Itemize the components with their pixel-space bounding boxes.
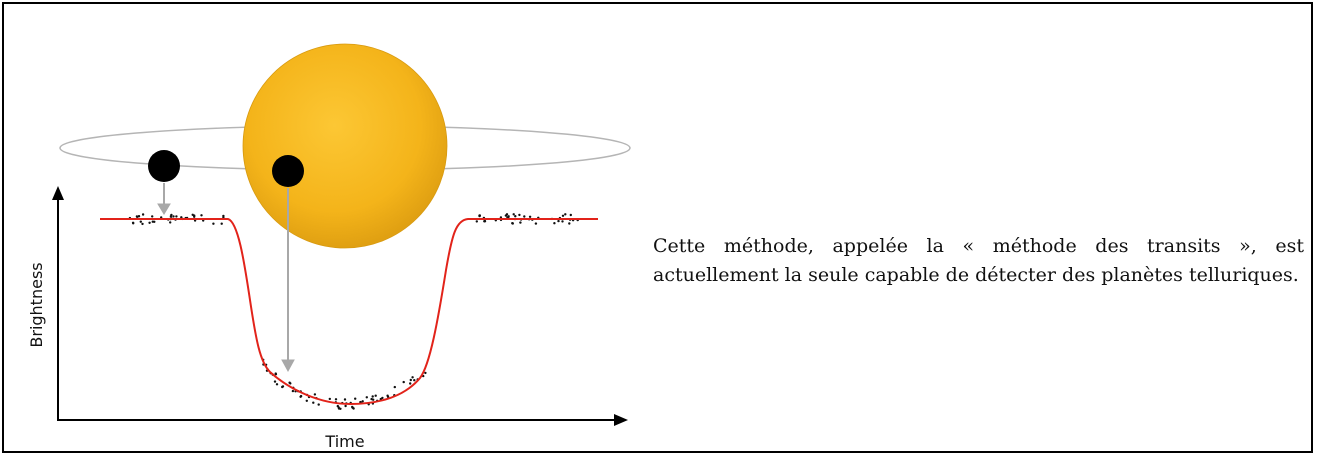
arrow-in-transit bbox=[281, 188, 295, 373]
data-point bbox=[568, 222, 571, 225]
data-point bbox=[561, 214, 565, 217]
data-point bbox=[475, 220, 478, 223]
caption-paragraph: Cette méthode, appelée la « méthode des … bbox=[653, 235, 1304, 286]
data-point bbox=[148, 221, 151, 224]
data-point bbox=[478, 214, 481, 217]
data-point bbox=[175, 215, 178, 218]
data-point bbox=[504, 214, 508, 217]
data-point bbox=[564, 213, 567, 216]
data-point bbox=[299, 394, 303, 398]
star bbox=[242, 43, 448, 249]
data-point bbox=[275, 383, 279, 386]
data-point bbox=[132, 222, 135, 225]
data-point bbox=[281, 385, 284, 389]
data-point bbox=[393, 385, 396, 389]
data-point bbox=[523, 215, 526, 218]
data-point bbox=[344, 404, 347, 408]
data-point bbox=[483, 219, 486, 223]
data-point bbox=[413, 379, 416, 382]
data-point bbox=[557, 219, 560, 223]
y-axis bbox=[52, 186, 64, 420]
light-curve-model bbox=[100, 218, 598, 406]
data-point bbox=[212, 222, 215, 225]
data-point bbox=[312, 401, 315, 404]
data-point bbox=[534, 222, 538, 225]
data-point bbox=[371, 395, 374, 398]
data-point bbox=[334, 398, 338, 401]
data-point bbox=[135, 215, 139, 218]
data-point bbox=[273, 380, 277, 383]
data-point bbox=[514, 215, 517, 218]
data-point bbox=[528, 215, 532, 218]
data-point bbox=[402, 380, 405, 384]
data-point bbox=[519, 221, 522, 224]
data-point bbox=[305, 399, 308, 402]
data-point bbox=[339, 407, 342, 410]
data-point bbox=[381, 396, 384, 400]
data-point bbox=[291, 389, 295, 393]
data-point bbox=[374, 394, 377, 397]
data-point bbox=[193, 215, 196, 218]
data-point bbox=[180, 216, 183, 219]
data-point bbox=[137, 215, 141, 218]
data-point bbox=[512, 213, 515, 216]
data-point bbox=[352, 407, 355, 410]
data-point bbox=[317, 403, 320, 406]
data-point bbox=[328, 397, 331, 401]
data-point bbox=[370, 397, 373, 401]
data-point bbox=[354, 397, 357, 400]
data-point bbox=[411, 376, 414, 379]
data-point bbox=[365, 396, 368, 399]
data-point bbox=[313, 393, 317, 396]
data-point bbox=[169, 221, 172, 224]
data-point bbox=[518, 213, 521, 217]
data-point bbox=[151, 215, 154, 218]
data-point bbox=[141, 213, 145, 216]
data-point bbox=[151, 220, 154, 223]
planet-out-of-transit bbox=[148, 150, 180, 182]
data-point bbox=[172, 215, 175, 218]
data-point bbox=[141, 222, 144, 226]
data-point bbox=[170, 213, 173, 217]
data-point bbox=[409, 378, 412, 382]
planet-in-transit bbox=[272, 155, 304, 187]
data-point bbox=[274, 373, 278, 376]
arrow-out-of-transit bbox=[157, 183, 171, 215]
data-point bbox=[361, 400, 364, 403]
data-point bbox=[569, 213, 572, 217]
data-point bbox=[288, 381, 291, 384]
data-point bbox=[200, 214, 203, 217]
y-axis-label: Brightness bbox=[27, 262, 46, 347]
data-point bbox=[139, 220, 142, 223]
data-point bbox=[409, 382, 412, 385]
x-axis bbox=[57, 414, 628, 426]
data-point bbox=[553, 222, 556, 225]
data-point bbox=[336, 404, 339, 408]
data-point bbox=[424, 371, 427, 375]
data-point bbox=[511, 222, 514, 225]
data-point bbox=[343, 398, 347, 401]
data-point bbox=[222, 216, 225, 219]
x-axis-label: Time bbox=[324, 432, 364, 451]
data-point bbox=[561, 220, 564, 223]
data-point bbox=[220, 222, 223, 225]
